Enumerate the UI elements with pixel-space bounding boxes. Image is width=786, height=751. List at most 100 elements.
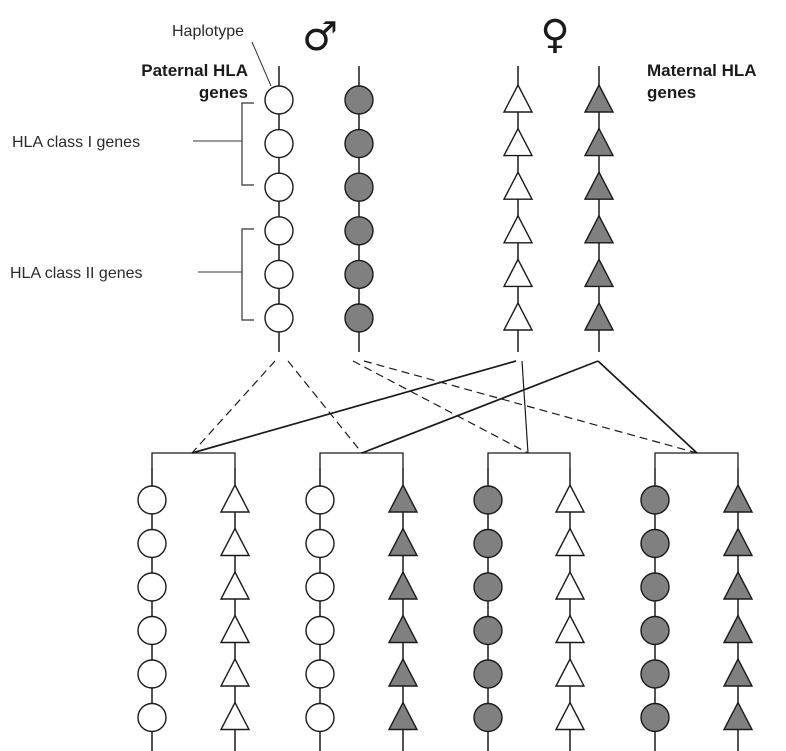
gene-allele-triangle — [722, 483, 754, 513]
gene-allele-triangle — [219, 483, 251, 513]
gene-allele-triangle — [583, 214, 615, 244]
gene-allele-triangle — [219, 657, 251, 687]
child-bracket — [654, 452, 739, 468]
female-symbol-icon: ♀ — [540, 12, 569, 58]
gene-allele-circle — [473, 615, 503, 646]
gene-allele-circle — [305, 615, 335, 646]
maternal-label-line1: Maternal HLA — [647, 61, 757, 80]
gene-allele-circle — [305, 659, 335, 689]
gene-allele-triangle — [387, 526, 419, 557]
gene-allele-triangle — [722, 700, 754, 731]
gene-allele-triangle — [583, 83, 615, 113]
gene-allele-circle — [264, 303, 294, 333]
paternal-label-line1: Paternal HLA — [141, 61, 248, 80]
gene-allele-circle — [264, 216, 294, 246]
parent-haplotype-4 — [583, 66, 615, 352]
gene-allele-triangle — [722, 657, 754, 687]
gene-allele-triangle — [554, 657, 586, 687]
gene-allele-circle — [264, 259, 294, 290]
maternal-label-line2: genes — [647, 83, 696, 102]
parent-haplotype-1 — [264, 66, 294, 352]
maternal-inheritance-line — [191, 360, 517, 454]
gene-allele-triangle — [583, 301, 615, 331]
gene-allele-circle — [344, 85, 374, 115]
gene-allele-circle — [137, 485, 167, 515]
gene-allele-circle — [305, 702, 335, 733]
hla-class-two-label: HLA class II genes — [10, 265, 143, 282]
gene-allele-triangle — [554, 483, 586, 513]
gene-allele-circle — [137, 659, 167, 689]
gene-allele-triangle — [502, 214, 534, 244]
gene-allele-triangle — [722, 613, 754, 644]
gene-allele-triangle — [502, 301, 534, 331]
gene-allele-circle — [473, 702, 503, 733]
gene-allele-circle — [640, 572, 670, 602]
gene-allele-circle — [137, 702, 167, 733]
child-bracket — [319, 452, 404, 468]
gene-allele-circle — [305, 485, 335, 515]
gene-allele-circle — [344, 259, 374, 290]
paternal-inheritance-line — [191, 360, 276, 454]
gene-allele-circle — [344, 128, 374, 159]
gene-allele-circle — [473, 659, 503, 689]
gene-allele-triangle — [387, 613, 419, 644]
haplotype-pointer — [251, 41, 272, 87]
hla-class-one-label: HLA class I genes — [12, 134, 140, 151]
gene-allele-circle — [137, 528, 167, 559]
gene-allele-circle — [473, 572, 503, 602]
gene-allele-triangle — [502, 127, 534, 157]
gene-allele-circle — [137, 615, 167, 646]
gene-allele-circle — [305, 528, 335, 559]
child-3-haplotype-1 — [473, 468, 503, 751]
gene-allele-triangle — [387, 700, 419, 731]
gene-allele-triangle — [554, 613, 586, 644]
child-1-haplotype-2 — [219, 468, 251, 751]
maternal-inheritance-line — [361, 360, 599, 454]
gene-allele-circle — [473, 485, 503, 515]
gene-allele-circle — [640, 528, 670, 559]
child-4-haplotype-2 — [722, 468, 754, 751]
gene-allele-circle — [344, 303, 374, 333]
gene-allele-triangle — [583, 127, 615, 157]
child-4-haplotype-1 — [640, 468, 670, 751]
gene-allele-circle — [137, 572, 167, 602]
gene-allele-circle — [264, 128, 294, 159]
child-3-haplotype-2 — [554, 468, 586, 751]
gene-allele-circle — [264, 172, 294, 202]
child-1-haplotype-1 — [137, 468, 167, 751]
child-2-haplotype-1 — [305, 468, 335, 751]
gene-allele-triangle — [387, 483, 419, 513]
inheritance-lines — [191, 360, 698, 454]
gene-allele-circle — [640, 485, 670, 515]
gene-allele-triangle — [219, 526, 251, 557]
gene-allele-circle — [344, 216, 374, 246]
gene-allele-triangle — [554, 570, 586, 600]
paternal-label-line2: genes — [199, 83, 248, 102]
parent-haplotype-2 — [344, 66, 374, 352]
gene-allele-triangle — [387, 570, 419, 600]
gene-allele-triangle — [219, 613, 251, 644]
gene-allele-triangle — [722, 570, 754, 600]
gene-allele-triangle — [502, 257, 534, 288]
class-two-bracket — [241, 228, 254, 321]
haplotype-label: Haplotype — [172, 23, 244, 40]
male-symbol-icon: ♂ — [302, 14, 338, 60]
child-2-haplotype-2 — [387, 468, 419, 751]
gene-allele-triangle — [583, 170, 615, 200]
gene-allele-triangle — [554, 700, 586, 731]
paternal-inheritance-line — [352, 360, 529, 454]
child-bracket — [151, 452, 236, 468]
gene-allele-circle — [473, 528, 503, 559]
gene-allele-circle — [640, 659, 670, 689]
gene-allele-triangle — [219, 570, 251, 600]
gene-allele-triangle — [583, 257, 615, 288]
maternal-inheritance-line — [521, 360, 529, 454]
maternal-inheritance-line — [597, 360, 698, 454]
haplotype-strands — [137, 66, 754, 751]
class-one-bracket — [241, 102, 254, 186]
gene-allele-triangle — [722, 526, 754, 557]
child-bracket — [487, 452, 571, 468]
gene-allele-circle — [305, 572, 335, 602]
